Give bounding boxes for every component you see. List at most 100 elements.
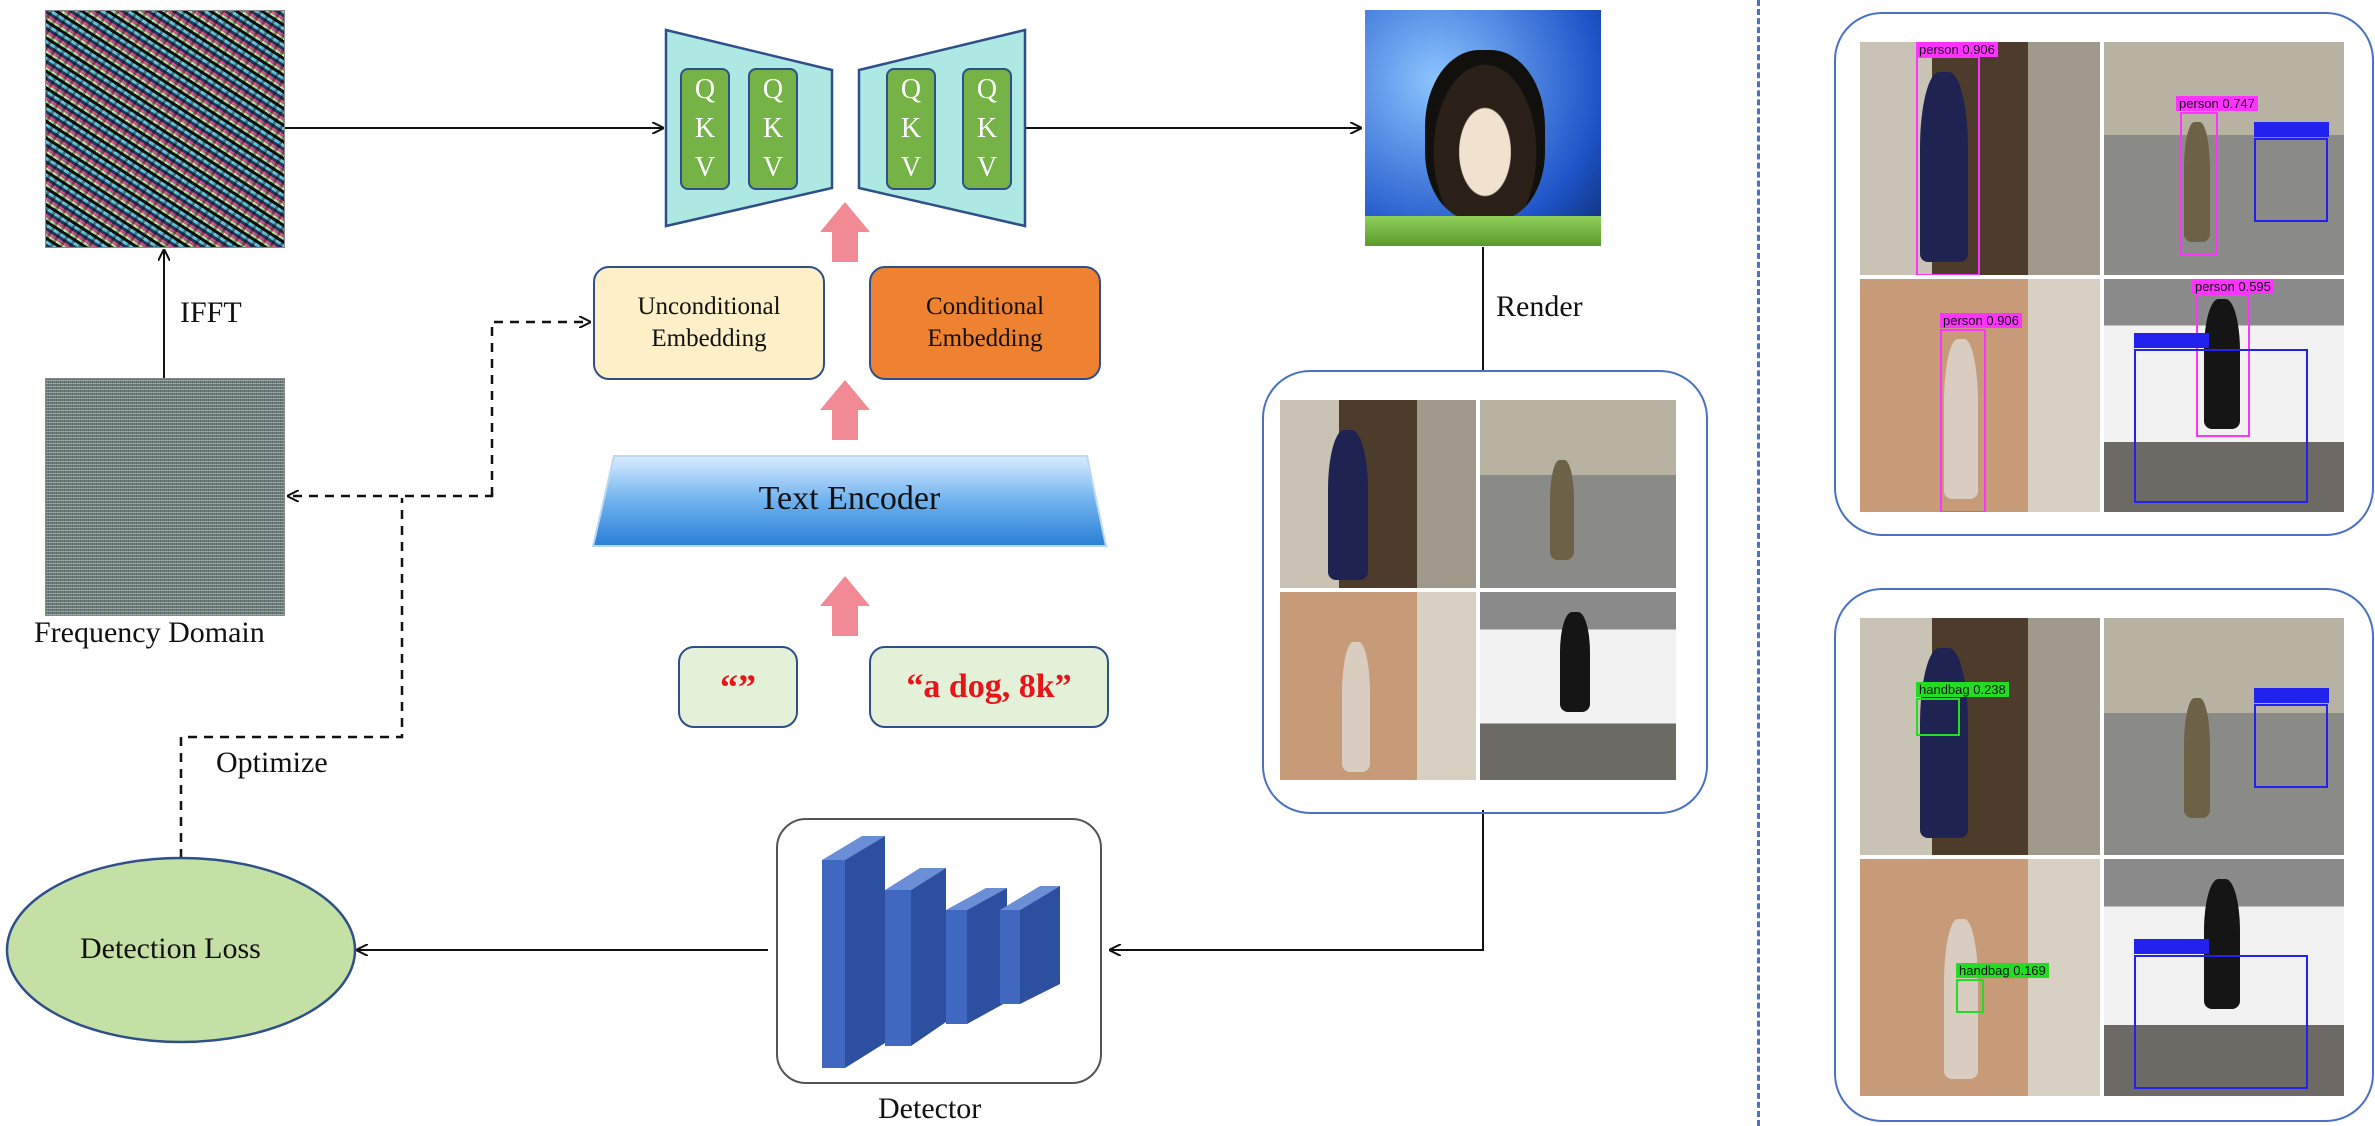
person-detection-box xyxy=(1916,56,1980,275)
detection-photo-4: bicycle 0.63 xyxy=(2104,859,2344,1096)
person-detection-box xyxy=(1940,329,1986,512)
optimize-label: Optimize xyxy=(216,746,328,779)
k-label: K xyxy=(900,112,922,144)
handbag-detection-box xyxy=(1916,698,1960,736)
detection-results-panel-bottom: handbag 0.238 bicycle 0.41 handbag 0.169… xyxy=(1834,588,2374,1122)
detection-tag: handbag 0.169 xyxy=(1956,963,2049,978)
qkv-block-2: Q K V xyxy=(748,68,798,190)
detection-photo-2: bicycle 0.41 xyxy=(2104,618,2344,855)
q-label: Q xyxy=(976,73,998,105)
optimize-dashed-path xyxy=(179,498,404,858)
detector-label: Detector xyxy=(878,1092,982,1125)
detection-grid-top: person 0.906 person 0.747 bicycle 0.43 p… xyxy=(1860,42,2344,512)
detection-photo-4: person 0.595 bicycle 0.64 xyxy=(2104,279,2344,512)
detection-photo-3: person 0.906 xyxy=(1860,279,2100,512)
bicycle-detection-box xyxy=(2134,349,2308,503)
dog-figure xyxy=(1425,50,1545,220)
bicycle-detection-box xyxy=(2254,704,2328,788)
arrow-render-to-detector xyxy=(1110,810,1484,950)
person-figure xyxy=(1560,612,1590,712)
detection-tag: bicycle 0.63 xyxy=(2134,939,2209,954)
detector-blocks xyxy=(822,836,1060,1068)
person-figure xyxy=(2184,698,2210,818)
pink-arrow-encoder-to-unet xyxy=(820,202,870,262)
arrow-optimize-to-frequency xyxy=(288,494,494,496)
frequency-domain-label: Frequency Domain xyxy=(34,616,265,649)
bicycle-detection-box xyxy=(2134,955,2308,1089)
detection-photo-3: handbag 0.169 xyxy=(1860,859,2100,1096)
person-figure xyxy=(1920,648,1968,838)
qkv-block-3: Q K V xyxy=(886,68,936,190)
unconditional-line2: Embedding xyxy=(651,325,767,352)
detection-results-panel-top: person 0.906 person 0.747 bicycle 0.43 p… xyxy=(1834,12,2374,536)
pink-arrows xyxy=(820,202,870,636)
detection-photo-1: person 0.906 xyxy=(1860,42,2100,275)
positive-prompt-box: “a dog, 8k” xyxy=(869,646,1109,728)
detection-tag: bicycle 0.43 xyxy=(2254,122,2329,137)
person-figure xyxy=(2184,122,2210,242)
qkv-block-4: Q K V xyxy=(962,68,1012,190)
rendered-photo-1 xyxy=(1280,400,1476,588)
person-figure xyxy=(1944,919,1978,1079)
rendered-photo-4 xyxy=(1480,592,1676,780)
person-detection-box xyxy=(2180,112,2218,256)
detection-tag: person 0.747 xyxy=(2176,96,2258,111)
detection-tag: person 0.595 xyxy=(2192,279,2274,294)
conditional-line2: Embedding xyxy=(927,325,1043,352)
rendered-photo-2 xyxy=(1480,400,1676,588)
detection-photo-2: person 0.747 bicycle 0.43 xyxy=(2104,42,2344,275)
bicycle-detection-box xyxy=(2254,138,2328,222)
detection-loss-label: Detection Loss xyxy=(80,932,261,965)
person-figure xyxy=(2204,879,2240,1009)
k-label: K xyxy=(694,112,716,144)
detection-tag: person 0.906 xyxy=(1916,42,1998,57)
q-label: Q xyxy=(694,73,716,105)
handbag-detection-box xyxy=(1956,979,1984,1013)
section-divider xyxy=(1757,0,1760,1126)
arrow-optimize-to-embedding xyxy=(490,322,590,496)
grass xyxy=(1365,216,1601,246)
rendered-images-grid xyxy=(1280,400,1676,780)
detection-grid-bottom: handbag 0.238 bicycle 0.41 handbag 0.169… xyxy=(1860,618,2344,1096)
pink-arrow-text-to-embedding xyxy=(820,380,870,440)
detection-loss-ellipse xyxy=(5,856,357,1044)
conditional-line1: Conditional xyxy=(925,292,1045,320)
rendered-photo-3 xyxy=(1280,592,1476,780)
frequency-domain-noise-image xyxy=(45,378,285,616)
person-figure xyxy=(1944,339,1978,499)
v-label: V xyxy=(976,152,998,184)
positive-prompt-text: “a dog, 8k” xyxy=(906,667,1072,705)
detection-tag: bicycle 0.64 xyxy=(2134,333,2209,348)
ifft-label: IFFT xyxy=(180,296,242,329)
v-label: V xyxy=(762,152,784,184)
detection-tag: bicycle 0.41 xyxy=(2254,688,2329,703)
empty-prompt-text: “” xyxy=(720,666,756,707)
person-figure xyxy=(1550,460,1574,560)
person-detection-box xyxy=(2196,293,2250,437)
k-label: K xyxy=(976,112,998,144)
render-label: Render xyxy=(1496,290,1583,323)
text-encoder-label: Text Encoder xyxy=(758,480,941,517)
empty-prompt-box: “” xyxy=(678,646,798,728)
v-label: V xyxy=(900,152,922,184)
person-figure xyxy=(1342,642,1370,772)
unconditional-line1: Unconditional xyxy=(637,292,781,320)
detection-tag: person 0.906 xyxy=(1940,313,2022,328)
person-figure xyxy=(1328,430,1368,580)
detector-box xyxy=(776,818,1102,1084)
q-label: Q xyxy=(762,73,784,105)
detection-photo-1: handbag 0.238 xyxy=(1860,618,2100,855)
time-domain-noise-image xyxy=(45,10,285,248)
text-encoder-shape xyxy=(591,455,1108,547)
qkv-block-1: Q K V xyxy=(680,68,730,190)
person-figure xyxy=(1920,72,1968,262)
person-figure xyxy=(2204,299,2240,429)
detection-tag: handbag 0.238 xyxy=(1916,682,2009,697)
rendered-images-panel xyxy=(1262,370,1708,814)
generated-dog-image xyxy=(1365,10,1601,246)
v-label: V xyxy=(694,152,716,184)
q-label: Q xyxy=(900,73,922,105)
pink-arrow-prompt-to-text xyxy=(820,576,870,636)
